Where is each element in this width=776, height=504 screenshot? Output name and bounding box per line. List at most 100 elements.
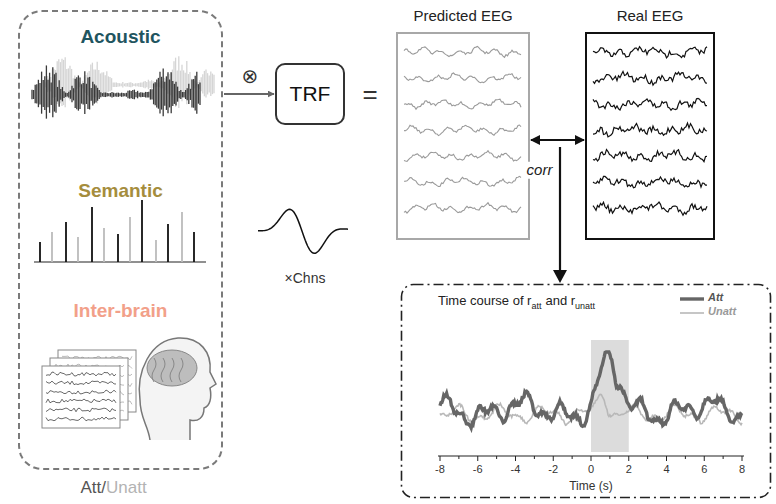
wave-stroke — [97, 88, 98, 101]
operator-symbol: ⊗ — [242, 65, 259, 87]
wave-stroke — [103, 93, 104, 97]
annotation: ×Chns — [285, 271, 326, 286]
eeg-trace — [404, 176, 521, 186]
tick — [458, 456, 459, 459]
wave-stroke — [174, 84, 175, 104]
wave-stroke — [207, 73, 208, 94]
wave-stroke — [79, 77, 80, 109]
wave-stroke — [145, 81, 146, 88]
wave-stroke — [57, 87, 58, 102]
wave-stroke — [99, 90, 100, 99]
eeg-trace — [46, 372, 116, 376]
wave-stroke — [62, 87, 63, 101]
wave-stroke — [167, 72, 168, 113]
tick — [666, 456, 667, 461]
wave-stroke — [115, 93, 116, 96]
wave-stroke — [204, 71, 205, 96]
wave-stroke — [202, 74, 203, 93]
wave-stroke — [166, 76, 167, 110]
wave-stroke — [114, 83, 115, 87]
eeg-trace — [404, 99, 521, 109]
eeg-trace — [46, 417, 116, 421]
baseline — [34, 261, 206, 262]
wave-stroke — [100, 73, 101, 94]
wave-stroke — [89, 77, 90, 110]
wave-stroke — [123, 93, 124, 96]
brain-fold — [152, 358, 156, 382]
tick-label: -6 — [473, 463, 483, 475]
feature-heading: Semantic — [20, 180, 221, 202]
tick — [553, 456, 554, 461]
wave-stroke — [156, 79, 157, 107]
wave-stroke — [127, 83, 128, 87]
wave-stroke — [137, 91, 138, 98]
condition-label: Unatt — [106, 479, 147, 498]
arrow-connector — [224, 93, 274, 95]
wave-stroke — [183, 70, 184, 96]
wave-stroke — [102, 93, 103, 96]
wave-stroke — [69, 66, 70, 101]
wave-stroke — [124, 84, 125, 87]
tick — [628, 456, 629, 461]
eeg-trace — [404, 73, 521, 83]
semantic-stick — [103, 228, 105, 262]
tick — [534, 456, 535, 459]
wave-stroke — [75, 79, 76, 108]
wave-stroke — [66, 69, 67, 98]
eeg-trace — [404, 125, 521, 136]
wave-stroke — [175, 58, 176, 107]
wave-stroke — [169, 79, 170, 107]
tick — [609, 456, 610, 459]
operator-symbol: = — [362, 80, 377, 109]
eeg-trace — [593, 47, 707, 58]
wave-stroke — [92, 82, 93, 106]
eeg-trace — [46, 408, 116, 412]
tick — [515, 456, 516, 461]
wave-stroke — [177, 87, 178, 102]
wave-stroke — [118, 93, 119, 97]
wave-stroke — [153, 83, 154, 104]
wave-stroke — [121, 93, 122, 97]
semantic-stick — [65, 222, 67, 262]
semantic-stick — [39, 242, 41, 262]
wave-stroke — [63, 60, 64, 105]
wave-stroke — [122, 82, 123, 87]
wave-stroke — [46, 65, 47, 118]
wave-stroke — [39, 83, 40, 105]
tick-label: 4 — [663, 463, 669, 475]
semantic-stick — [51, 232, 53, 262]
head-outline — [139, 338, 216, 440]
wave-stroke — [111, 92, 112, 98]
wave-stroke — [84, 71, 85, 114]
wave-stroke — [91, 88, 92, 101]
brain — [147, 350, 197, 386]
wave-stroke — [158, 78, 159, 109]
tick — [572, 456, 573, 459]
legend-label: Att — [708, 291, 723, 303]
wave-stroke — [65, 57, 66, 107]
wave-stroke — [135, 83, 136, 86]
wave-stroke — [49, 73, 50, 113]
arrow-line — [559, 147, 561, 272]
condition-label: Att/ — [80, 479, 106, 498]
eeg-trace — [46, 381, 116, 385]
wave-stroke — [119, 93, 120, 96]
wave-stroke — [60, 89, 61, 100]
wave-stroke — [135, 92, 136, 97]
wave-stroke — [137, 83, 138, 86]
wave-stroke — [151, 80, 152, 89]
wave-stroke — [191, 79, 192, 107]
wave-stroke — [70, 90, 71, 99]
wave-stroke — [108, 76, 109, 92]
wave-stroke — [44, 76, 45, 110]
wave-stroke — [54, 74, 55, 111]
plot-title: Time course of rattand runatt — [438, 293, 595, 311]
eeg-trace — [46, 399, 116, 403]
wave-stroke — [148, 80, 149, 90]
wave-stroke — [35, 85, 36, 104]
wave-stroke — [36, 84, 37, 103]
wave-stroke — [193, 79, 194, 108]
wave-stroke — [126, 93, 127, 97]
wave-stroke — [100, 92, 101, 97]
semantic-stick — [155, 240, 157, 262]
